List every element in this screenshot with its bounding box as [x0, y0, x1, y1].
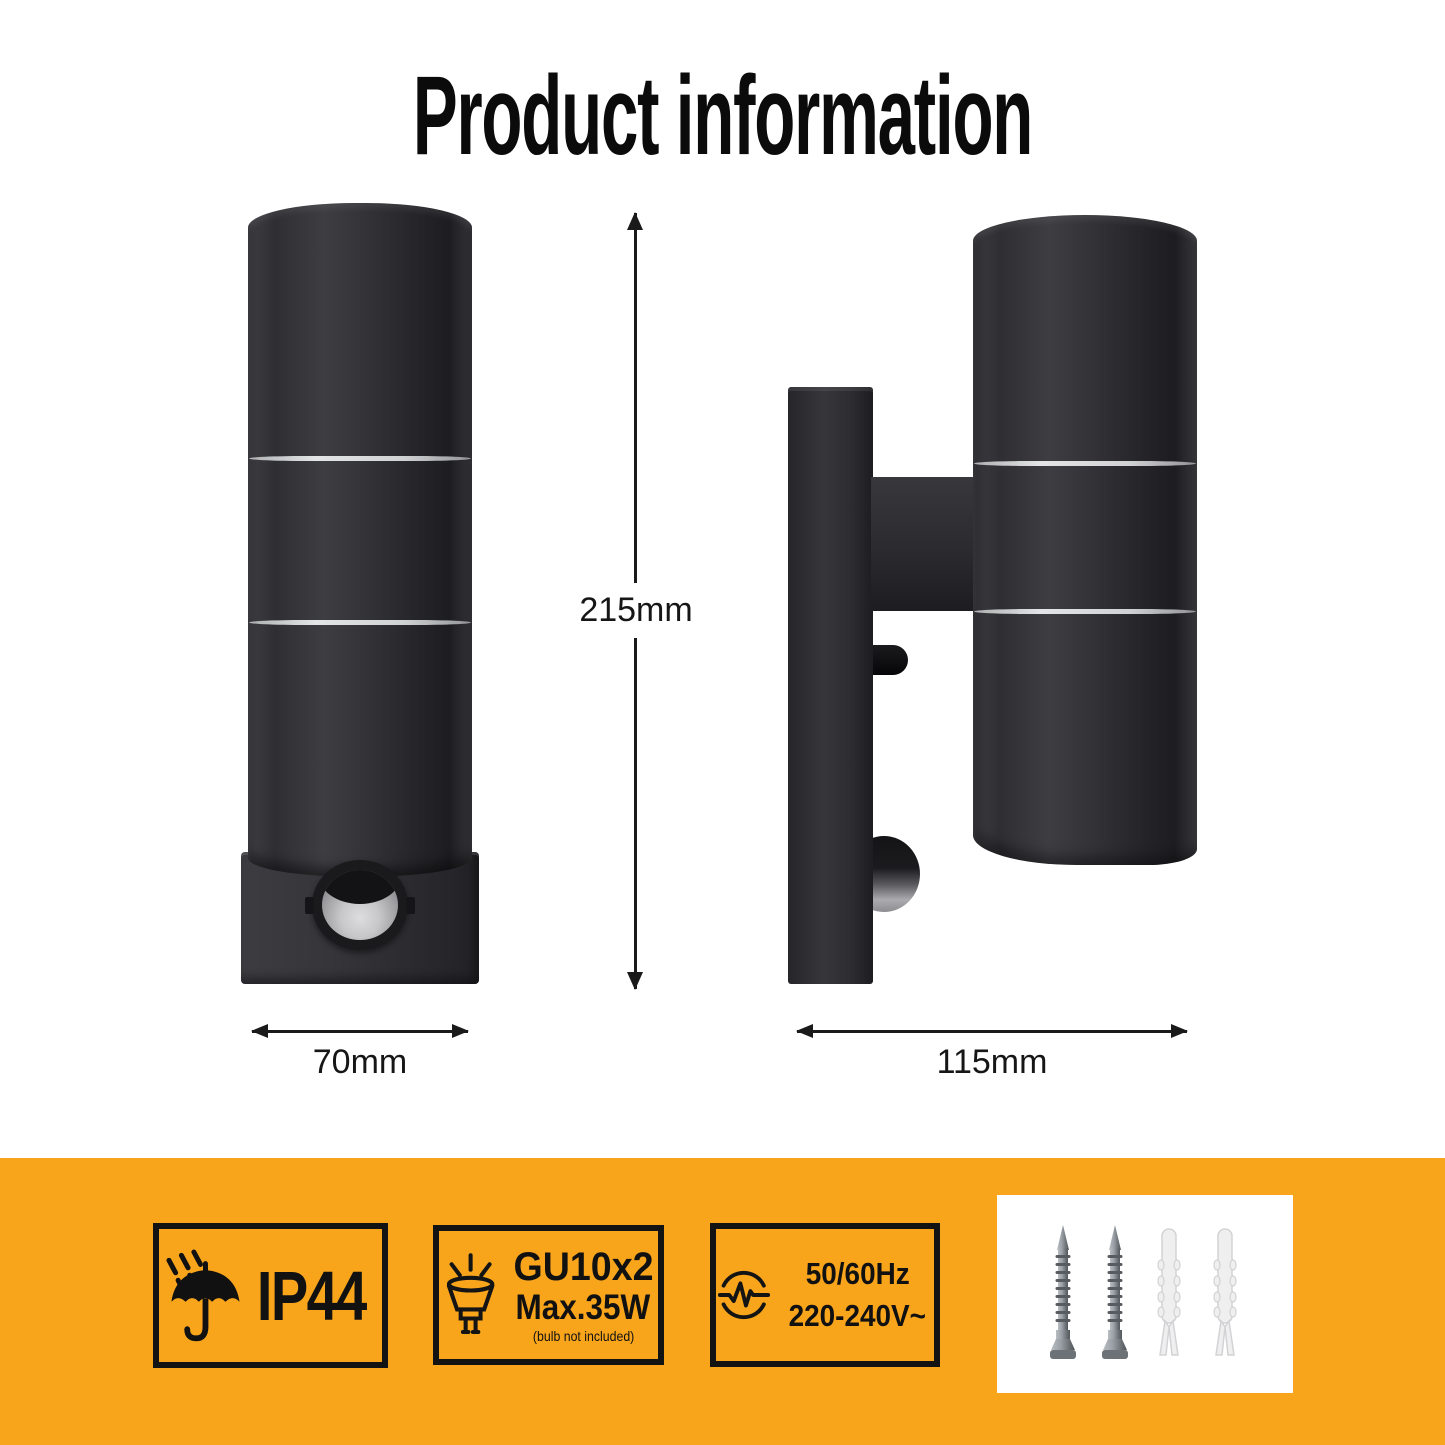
wall-plug-icon	[1157, 1228, 1181, 1356]
power-spec-badge: 50/60Hz 220-240V~	[710, 1223, 940, 1367]
bulb-max-wattage-label: Max.35W	[515, 1288, 651, 1328]
ip-rating-badge: IP44	[153, 1223, 388, 1368]
lamp-cylinder-side	[973, 215, 1197, 865]
screw-icon	[1102, 1225, 1128, 1359]
pir-sensor-dome	[322, 870, 398, 940]
voltage-label: 220-240V~	[789, 1298, 927, 1333]
frequency-label: 50/60Hz	[805, 1256, 910, 1292]
glass-ring-top-front	[249, 456, 471, 461]
page-title: Product information	[412, 53, 1034, 178]
lamp-cylinder-front	[248, 203, 472, 877]
width-dimension: 70mm	[251, 1024, 469, 1082]
power-spec-text: 50/60Hz 220-240V~	[781, 1253, 934, 1337]
ip-rating-label: IP44	[256, 1256, 367, 1335]
gu10-bulb-icon	[446, 1253, 495, 1335]
depth-dimension: 115mm	[796, 1024, 1188, 1082]
pir-motion-sensor-front	[305, 860, 415, 950]
glass-ring-bottom-side	[974, 609, 1196, 614]
bulb-not-included-note: (bulb not included)	[532, 1327, 634, 1344]
screw-icon	[1050, 1225, 1076, 1359]
mounting-hardware-box	[997, 1195, 1293, 1393]
depth-dimension-arrow	[796, 1024, 1188, 1038]
width-dimension-label: 70mm	[312, 1043, 408, 1081]
frequency-wave-icon	[717, 1270, 771, 1320]
height-dimension-label: 215mm	[568, 583, 704, 638]
wall-plug-icon	[1213, 1228, 1237, 1356]
mount-bracket-arm	[871, 477, 975, 611]
glass-ring-bottom-front	[249, 620, 471, 625]
width-dimension-arrow	[251, 1024, 469, 1038]
pir-sensor-hood	[322, 870, 398, 904]
umbrella-rain-icon	[166, 1249, 240, 1341]
bulb-spec-text: GU10x2 Max.35W (bulb not included)	[508, 1244, 658, 1344]
wall-mount-plate	[788, 387, 873, 984]
bulb-spec-badge: GU10x2 Max.35W (bulb not included)	[433, 1225, 664, 1365]
glass-ring-top-side	[974, 461, 1196, 466]
depth-dimension-label: 115mm	[936, 1043, 1048, 1081]
bulb-type-label: GU10x2	[513, 1244, 654, 1289]
